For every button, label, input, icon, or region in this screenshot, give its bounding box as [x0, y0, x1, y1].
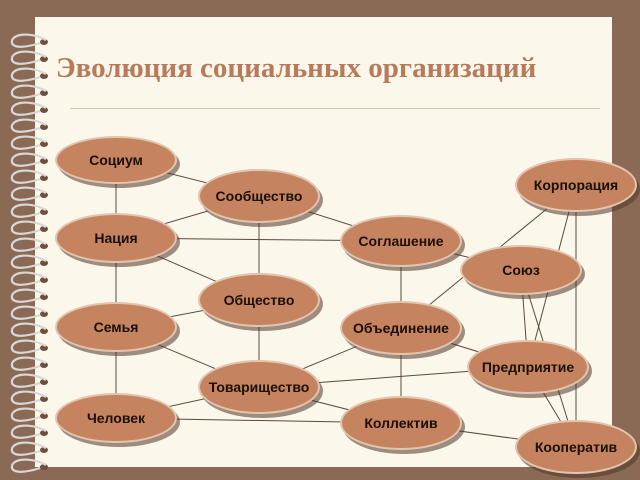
node-tovarishchestvo-line2: ество [270, 379, 310, 395]
binding-ring [10, 390, 48, 405]
node-soobshchestvo-line2: тво [278, 188, 303, 204]
node-kooperativ-line2: ив [599, 439, 618, 455]
node-soglashenie-line2: ние [418, 233, 444, 249]
title-divider [70, 108, 600, 109]
binding-ring [10, 169, 48, 184]
binding-ring [10, 356, 48, 371]
binding-ring [10, 220, 48, 235]
binding-ring [10, 33, 48, 48]
node-predpriyatie-line1: Предпри [481, 359, 543, 375]
node-chelovek: Человек [55, 393, 177, 443]
slide-title: Эволюция социальных организаций [56, 52, 537, 84]
node-predpriyatie-line2: ятие [542, 359, 575, 375]
node-soglashenie-line1: Соглаше [358, 233, 419, 249]
binding-ring [10, 322, 48, 337]
binding-ring [10, 84, 48, 99]
node-natsiya-line1: Нация [94, 230, 138, 246]
node-obshchestvo-line1: Обществ [223, 292, 286, 308]
binding-ring [10, 407, 48, 422]
binding-ring [10, 271, 48, 286]
binding-ring [10, 67, 48, 82]
binding-ring [10, 305, 48, 320]
binding-ring [10, 441, 48, 456]
binding-ring [10, 254, 48, 269]
node-soobshchestvo-line1: Сообщес [215, 188, 279, 204]
binding-ring [10, 203, 48, 218]
binding-ring [10, 237, 48, 252]
node-soyuz: Союз [460, 245, 582, 295]
binding-ring [10, 118, 48, 133]
binding-ring [10, 152, 48, 167]
node-chelovek-line1: Человек [86, 410, 146, 426]
binding-ring [10, 288, 48, 303]
node-kollektiv-line1: Коллекти [364, 415, 429, 431]
binding-ring [10, 50, 48, 65]
node-obedinenie-line1: Объедин [353, 320, 417, 336]
node-semya: Семья [55, 302, 177, 352]
binding-ring [10, 373, 48, 388]
binding-ring [10, 424, 48, 439]
node-kollektiv-line2: в [429, 415, 438, 431]
binding-ring [10, 135, 48, 150]
binding-ring [10, 186, 48, 201]
node-semya-line1: Семья [93, 319, 139, 335]
node-tovarishchestvo-line1: Товарищ [208, 379, 271, 395]
node-korporatsiya-line2: ция [592, 177, 619, 193]
binding-ring [10, 339, 48, 354]
node-natsiya: Нация [55, 213, 177, 263]
node-socium: Социум [55, 136, 177, 184]
spiral-binding [10, 33, 48, 473]
node-korporatsiya-line1: Корпора [533, 177, 593, 193]
node-kooperativ-line1: Кооперат [534, 439, 600, 455]
node-soyuz-line1: Союз [502, 262, 540, 278]
node-obedinenie-line2: ение [416, 320, 449, 336]
node-obshchestvo-line2: о [285, 292, 295, 308]
binding-ring [10, 101, 48, 116]
binding-ring [10, 458, 48, 473]
node-socium-line1: Социум [89, 152, 143, 168]
